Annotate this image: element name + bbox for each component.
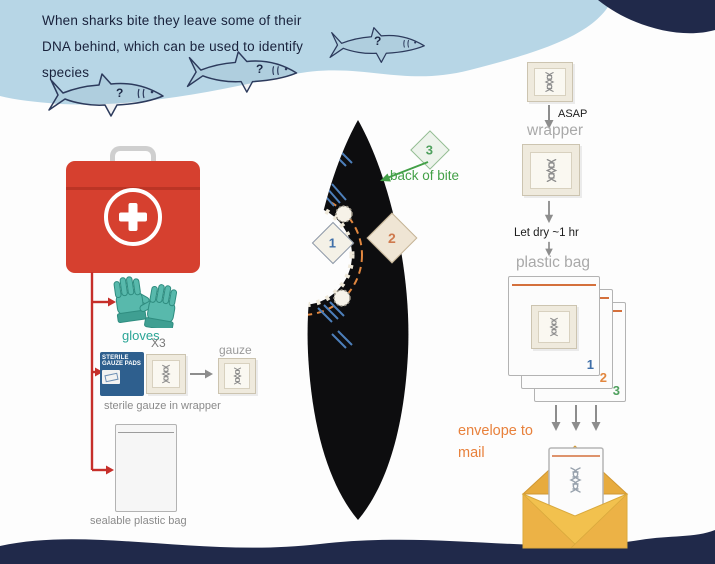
envelope-fold-left bbox=[522, 493, 580, 549]
step-number: 1 bbox=[329, 235, 337, 251]
arrow-down-icon bbox=[545, 241, 553, 257]
bag-caption: sealable plastic bag bbox=[90, 515, 187, 527]
arrow-right-icon bbox=[190, 369, 213, 379]
footer-wave bbox=[0, 530, 715, 564]
shark-sketch-icon bbox=[329, 27, 425, 63]
gloves-icon bbox=[113, 276, 178, 328]
wrapper-step-label: wrapper bbox=[527, 122, 583, 139]
dna-icon bbox=[545, 158, 557, 182]
envelope-fold-right bbox=[570, 493, 628, 549]
bag-in-envelope bbox=[548, 447, 604, 519]
bag-number: 1 bbox=[586, 357, 594, 372]
step-number: 2 bbox=[388, 229, 396, 246]
wrapper-step-icon bbox=[522, 144, 580, 196]
banner-text-line3: species bbox=[42, 65, 90, 80]
back-of-bite-label: back of bite bbox=[390, 168, 460, 183]
bag-number: 2 bbox=[599, 370, 607, 385]
navy-corner-shape bbox=[598, 0, 715, 34]
banner-wave-shape bbox=[0, 0, 612, 105]
arrow-down-icon bbox=[551, 405, 561, 431]
envelope-label-line1: envelope to bbox=[458, 423, 533, 439]
shark-question-mark: ? bbox=[256, 62, 264, 76]
gauze-caption: sterile gauze in wrapper bbox=[104, 400, 221, 412]
bite-highlight-arc bbox=[307, 194, 363, 316]
gauze-box-icon: STERILE GAUZE PADS bbox=[100, 352, 144, 396]
dna-icon bbox=[232, 367, 242, 385]
quantity-label: X3 bbox=[151, 336, 166, 350]
dna-icon bbox=[549, 317, 559, 337]
first-aid-handle bbox=[110, 146, 156, 166]
first-aid-kit-icon bbox=[66, 146, 200, 273]
first-aid-cross-icon bbox=[104, 188, 162, 246]
shark-question-mark: ? bbox=[116, 86, 124, 100]
step-number: 3 bbox=[426, 142, 434, 158]
arrow-down-icon bbox=[571, 405, 581, 431]
arrow-down-icon bbox=[544, 105, 554, 129]
dna-sample-icon bbox=[527, 62, 573, 102]
bite-teeth-marks bbox=[307, 202, 355, 308]
gauze-label: gauze bbox=[219, 343, 252, 357]
gloves-label: gloves bbox=[122, 328, 160, 343]
bite-edge-detail bbox=[333, 289, 351, 307]
banner-wave bbox=[0, 0, 715, 105]
evidence-bag-1: 1 bbox=[508, 276, 600, 376]
envelope-icon bbox=[521, 445, 629, 549]
gauze-box-title-line1: STERILE bbox=[102, 355, 129, 361]
gauze-wrapper-icon bbox=[146, 354, 186, 394]
dna-icon bbox=[544, 72, 555, 92]
gauze-wrapper-icon bbox=[218, 358, 256, 394]
plastic-bag-icon bbox=[115, 424, 177, 512]
supply-arrows bbox=[90, 272, 116, 475]
wrapper-in-bag bbox=[531, 305, 577, 349]
shark-question-mark: ? bbox=[374, 34, 382, 48]
dry-time-label: Let dry ~1 hr bbox=[514, 227, 579, 239]
shark-sketch-icon bbox=[186, 51, 298, 93]
first-aid-body bbox=[66, 161, 200, 273]
gauze-box-title-line2: GAUZE PADS bbox=[102, 361, 141, 367]
footer-wave-shape bbox=[0, 530, 715, 564]
bite-edge-detail bbox=[335, 205, 353, 223]
back-of-bite-arrow-icon bbox=[380, 161, 429, 182]
asap-label: ASAP bbox=[558, 108, 588, 120]
arrow-down-icon bbox=[544, 200, 554, 224]
envelope-label-line2: mail bbox=[458, 445, 485, 461]
gauze-box-picture bbox=[102, 370, 120, 384]
bag-number: 3 bbox=[612, 383, 620, 398]
bag-seal bbox=[118, 432, 174, 433]
dna-icon bbox=[161, 364, 171, 384]
plastic-bag-step-label: plastic bag bbox=[515, 254, 591, 271]
banner-text-line2: DNA behind, which can be used to identif… bbox=[42, 39, 304, 54]
arrow-down-icon bbox=[591, 405, 601, 431]
banner-text: When sharks bite they leave some of thei… bbox=[42, 8, 303, 86]
shark-sketch-icon bbox=[48, 73, 164, 117]
banner-text-line1: When sharks bite they leave some of thei… bbox=[42, 13, 302, 28]
